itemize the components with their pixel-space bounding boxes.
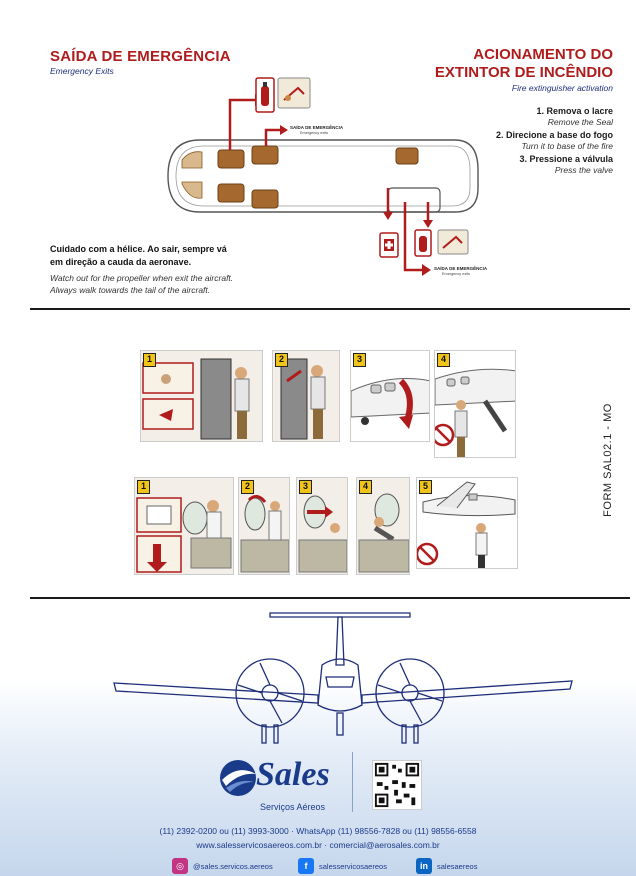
instagram-icon: ◎ [172,858,188,874]
step-1-pt: 1. Remova o lacre [536,106,613,116]
propeller-caution: Cuidado com a hélice. Ao sair, sempre vá… [50,243,310,296]
step-2-en: Turn it to base of the fire [521,141,614,151]
passenger-seat [217,149,245,169]
contact-web-email[interactable]: www.salesservicosaereos.com.br · comerci… [196,840,440,850]
step-badge: 4 [437,353,450,367]
emergency-exits-heading: SAÍDA DE EMERGÊNCIA Emergency Exits [50,48,231,76]
emergency-exits-subtitle: Emergency Exits [50,66,114,76]
window-exit-step-3-illustration [298,495,347,573]
cockpit-seat-bottom [181,181,203,199]
fire-extinguisher-icon [414,229,432,257]
step-badge: 2 [275,353,288,367]
cockpit-seat-top [181,151,203,169]
exit-arrow-mid-head [280,125,288,135]
exit-arrow-down-right-head [423,220,433,228]
step-2-pt: 2. Direcione a base do fogo [495,130,613,140]
form-code-text: FORM SAL02.1 - MO [602,403,614,517]
passenger-seat [395,147,419,165]
exit-arrow-door-head [422,264,431,276]
contact-phones: (11) 2392-0200 ou (11) 3993-3000 · Whats… [159,826,477,836]
facebook-handle: salesservicosaereos [319,861,387,871]
fuselage-outline [167,139,479,213]
social-linkedin[interactable]: in salesaereos [416,858,477,874]
linkedin-handle: salesaereos [437,861,478,871]
window-exit-step-2: 2 [238,477,290,575]
window-exit-step-4-illustration [358,493,409,573]
exit-arrow-door [403,202,422,272]
aircraft-front-view [113,612,573,744]
linkedin-icon: in [416,858,432,874]
exit-arrow-top [228,98,255,150]
caution-pt-line2: em direção a cauda da aeronave. [50,257,192,267]
brand-name: Sales [256,756,330,793]
main-door-step-1-illustration [142,358,250,440]
main-door-step-4: 4 [434,350,516,458]
main-door-step-1: 1 [140,350,263,442]
step-badge: 5 [419,480,432,494]
form-code: FORM SAL02.1 - MO [593,400,623,520]
first-aid-kit-icon [379,232,399,258]
section-divider [30,308,630,310]
main-door-step-3: 3 [350,350,430,442]
passenger-seat [251,145,279,165]
social-facebook[interactable]: f salesservicosaereos [298,858,387,874]
window-exit-step-1-illustration [136,497,232,573]
exit-label-top: SAÍDA DE EMERGÊNCIA [290,123,344,130]
window-exit-step-5: 5 [416,477,518,569]
passenger-seat [251,189,279,209]
step-3-en: Press the valve [554,165,613,175]
fuselage-inner [175,145,471,207]
step-badge: 1 [137,480,150,494]
exit-sublabel-bottom: Emergency exits [442,272,470,276]
cabin-layout-diagram: SAÍDA DE EMERGÊNCIA Emergency exits SAÍD… [167,77,488,276]
extinguisher-title-line2: EXTINTOR DE INCÊNDIO [434,64,613,81]
exit-sublabel-top: Emergency exits [300,131,328,135]
main-door-step-2-illustration [280,358,326,440]
facebook-icon: f [298,858,314,874]
caution-en-line2: Always walk towards the tail of the airc… [50,285,211,295]
sales-logo: Sales Serviços Aéreos [218,752,348,817]
window-exit-step-5-illustration [417,481,516,568]
step-badge: 3 [299,480,312,494]
logo-separator [352,752,353,812]
step-badge: 4 [359,480,372,494]
step-3-pt: 3. Pressione a válvula [519,154,613,164]
extinguisher-steps: 1. Remova o lacre Remove the Seal 2. Dir… [393,105,613,177]
section-divider [30,597,630,599]
window-exit-step-3: 3 [296,477,348,575]
sales-swoosh-icon [220,760,256,796]
emergency-exits-title: SAÍDA DE EMERGÊNCIA [50,48,231,65]
step-badge: 2 [241,480,254,494]
window-exit-step-2-illustration [240,495,289,573]
caution-en-line1: Watch out for the propeller when exit th… [50,273,234,283]
social-links: ◎ @sales.servicos.aereos f salesservicos… [0,856,636,876]
instagram-handle: @sales.servicos.aereos [193,861,273,871]
footer-background [0,680,636,876]
step-badge: 3 [353,353,366,367]
extinguisher-usage-icon [437,229,469,255]
extinguisher-heading: ACIONAMENTO DO EXTINTOR DE INCÊNDIO Fire… [413,46,613,93]
step-1-en: Remove the Seal [547,117,613,127]
exit-arrow-down-head [383,212,393,220]
main-door-step-3-illustration [351,378,429,429]
passenger-seat [217,183,245,203]
extinguisher-usage-icon [277,77,311,109]
step-badge: 1 [143,353,156,367]
brand-tagline: Serviços Aéreos [260,802,326,812]
caution-pt-line1: Cuidado com a hélice. Ao sair, sempre vá [50,244,227,254]
extinguisher-subtitle: Fire extinguisher activation [511,83,613,93]
fire-extinguisher-icon [255,77,275,113]
exit-arrow-mid [264,128,280,146]
exit-label-bottom: SAÍDA DE EMERGÊNCIA [434,264,488,271]
window-exit-step-1: 1 [134,477,234,575]
main-door-step-2: 2 [272,350,340,442]
main-door-step-4-illustration [435,368,515,457]
social-instagram[interactable]: ◎ @sales.servicos.aereos [172,858,273,874]
extinguisher-title-line1: ACIONAMENTO DO [473,46,613,63]
window-exit-step-4: 4 [356,477,410,575]
qr-code-icon[interactable] [372,760,422,810]
